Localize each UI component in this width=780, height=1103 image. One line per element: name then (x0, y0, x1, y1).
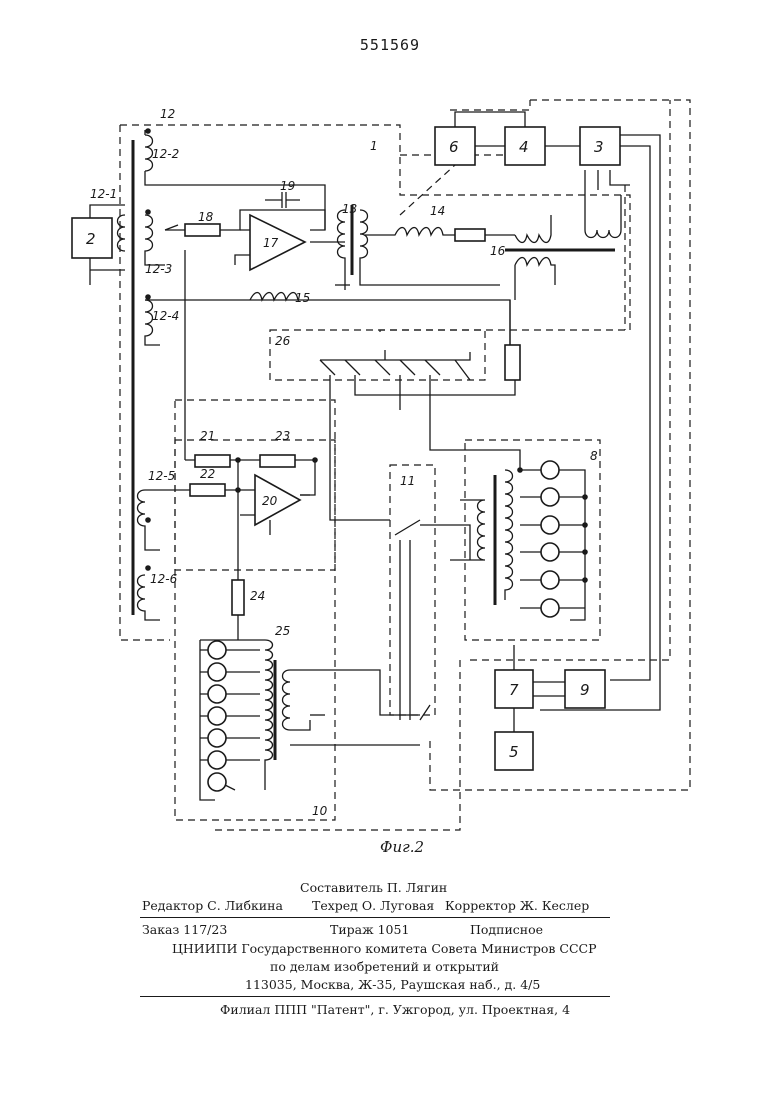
figure-caption: Фиг.2 (380, 838, 425, 856)
editor: Редактор С. Либкина (142, 898, 283, 913)
svg-text:25: 25 (275, 624, 290, 638)
svg-text:17: 17 (263, 236, 279, 250)
subscription: Подписное (470, 922, 544, 937)
svg-text:18: 18 (198, 210, 214, 224)
svg-text:1: 1 (370, 139, 378, 153)
svg-text:19: 19 (280, 179, 295, 193)
svg-text:12-4: 12-4 (152, 309, 179, 323)
svg-text:26: 26 (275, 334, 291, 348)
svg-text:12-3: 12-3 (145, 262, 172, 276)
svg-text:12-2: 12-2 (152, 147, 179, 161)
svg-text:9: 9 (580, 681, 590, 699)
divider (140, 917, 610, 918)
lamp-bank-8 (540, 460, 560, 618)
svg-text:12-1: 12-1 (90, 187, 117, 201)
svg-text:14: 14 (430, 204, 445, 218)
lamp-bank-25 (207, 640, 227, 792)
svg-text:24: 24 (250, 589, 265, 603)
address: 113035, Москва, Ж-35, Раушская наб., д. … (245, 977, 541, 992)
svg-text:11: 11 (400, 474, 415, 488)
order-number: Заказ 117/23 (142, 922, 228, 937)
svg-text:6: 6 (449, 138, 459, 156)
svg-text:4: 4 (519, 138, 529, 156)
svg-text:15: 15 (295, 291, 310, 305)
patent-number: 551569 (359, 36, 421, 54)
svg-text:8: 8 (590, 449, 598, 463)
techeditor: Техред О. Луговая (312, 898, 435, 913)
circuit-diagram: 12 12-2 12-1 12-3 12-4 12-5 12-6 1 13 14… (71, 99, 691, 831)
corrector: Корректор Ж. Кеслер (445, 898, 590, 913)
svg-text:7: 7 (509, 681, 519, 699)
svg-text:13: 13 (342, 202, 357, 216)
branch: Филиал ППП "Патент", г. Ужгород, ул. Про… (220, 1002, 571, 1017)
svg-text:20: 20 (262, 494, 278, 508)
svg-text:12-5: 12-5 (148, 469, 175, 483)
org-line-1: ЦНИИПИ Государственного комитета Совета … (172, 941, 597, 956)
svg-text:16: 16 (490, 244, 506, 258)
svg-text:22: 22 (200, 467, 215, 481)
svg-text:23: 23 (275, 429, 290, 443)
svg-text:12: 12 (160, 107, 175, 121)
org-line-2: по делам изобретений и открытий (270, 959, 499, 974)
svg-text:2: 2 (86, 230, 96, 248)
circulation: Тираж 1051 (330, 922, 410, 937)
svg-text:10: 10 (312, 804, 328, 818)
svg-text:3: 3 (594, 138, 604, 156)
compiler: Составитель П. Лягин (300, 880, 448, 895)
svg-text:21: 21 (200, 429, 215, 443)
svg-text:5: 5 (509, 743, 519, 761)
divider (140, 996, 610, 997)
svg-text:12-6: 12-6 (150, 572, 178, 586)
